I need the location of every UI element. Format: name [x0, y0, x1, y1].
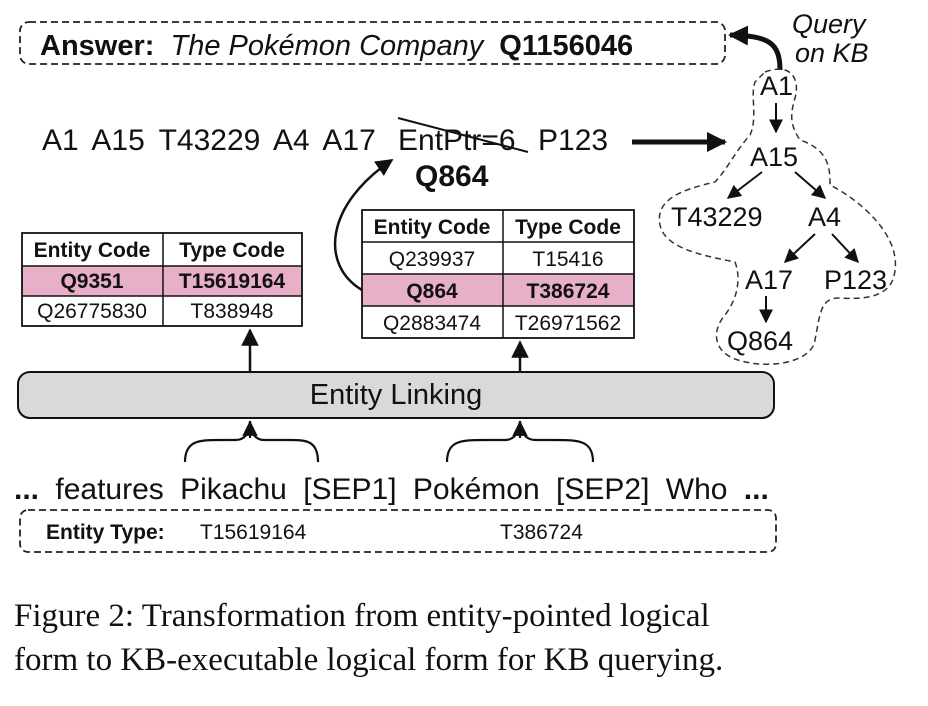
query-arrow — [728, 25, 783, 71]
input-word: [SEP2] — [556, 473, 649, 506]
answer-entity-code: Q1156046 — [499, 30, 633, 62]
table-right-cell: T15416 — [532, 248, 603, 271]
entity-type-box: Entity Type: T15619164 T386724 — [19, 509, 777, 553]
table-left-highlight — [22, 266, 302, 296]
tree-node-a15: A15 — [750, 142, 798, 172]
caption-line-1: Figure 2: Transformation from entity-poi… — [14, 598, 710, 634]
table-right-header-type: Type Code — [515, 216, 621, 239]
lf-token-a1: A1 — [42, 124, 79, 157]
entity-type-value: T15619164 — [200, 521, 307, 544]
tree-node-a1: A1 — [760, 71, 793, 101]
table-left-cell: T838948 — [191, 300, 274, 323]
lf-token-t43229: T43229 — [159, 124, 261, 157]
table-right-highlight — [362, 274, 634, 306]
input-word: Pokémon — [413, 473, 540, 506]
table-right-header-entity: Entity Code — [374, 216, 491, 239]
entity-linking-rect — [17, 371, 775, 419]
diagram-canvas: Answer: The Pokémon Company Q1156046 Que… — [14, 9, 897, 553]
input-sentence: ... features Pikachu [SEP1] Pokémon [SEP… — [14, 473, 769, 506]
answer-box: Answer: The Pokémon Company Q1156046 — [19, 21, 726, 65]
input-word: Pikachu — [180, 473, 287, 506]
strike-line — [397, 117, 529, 153]
logic-tree: A1 A15 T43229 A4 A17 P123 Q864 — [658, 68, 897, 365]
lf-token-p123: P123 — [538, 124, 608, 157]
input-word: features — [55, 473, 163, 506]
lf-token-a17: A17 — [322, 124, 375, 157]
edge-a15-t43229 — [726, 171, 763, 199]
table-left-cell: Q26775830 — [37, 300, 147, 323]
edge-a4-a17 — [783, 233, 816, 263]
edge-a15-a4 — [794, 171, 827, 199]
table-right-cell: Q239937 — [389, 248, 475, 271]
table-right-cell: Q2883474 — [383, 312, 481, 335]
table-right-cell: T26971562 — [515, 312, 621, 335]
input-word: Who — [666, 473, 728, 506]
candidate-table-left: Entity Code Type Code Q9351 T15619164 Q2… — [21, 232, 303, 327]
query-label-line1: Query — [792, 9, 867, 39]
tree-node-q864: Q864 — [727, 326, 793, 356]
tree-node-a17: A17 — [745, 265, 793, 295]
candidate-table-right: Entity Code Type Code Q239937 T15416 Q86… — [361, 209, 635, 339]
entity-type-value: T386724 — [500, 521, 583, 544]
query-on-kb: Query on KB — [728, 9, 869, 71]
input-word: [SEP1] — [303, 473, 396, 506]
table-left-cell: Q9351 — [60, 270, 123, 293]
answer-box-border — [19, 21, 726, 65]
lf-replacement: Q864 — [415, 160, 489, 193]
table-right-cell: T386724 — [527, 280, 610, 303]
table-left-border — [21, 232, 303, 327]
svg-text:Answer: The Pokémon Comp: Answer: The Pokémon Company Q1156046 — [40, 30, 633, 62]
lf-token-a4: A4 — [273, 124, 310, 157]
svg-text:A1 A15 T43229: A1 A15 T43229 A4 A17 — [42, 124, 376, 157]
entity-linking-label: Entity Linking — [310, 379, 483, 411]
tree-node-p123: P123 — [824, 265, 887, 295]
answer-label: Answer: — [40, 30, 154, 62]
edge-a4-p123 — [831, 233, 859, 264]
lf-token-a15: A15 — [91, 124, 144, 157]
entity-to-lf-arrow — [333, 158, 394, 292]
table-left-header-entity: Entity Code — [34, 239, 151, 262]
logical-form: A1 A15 T43229 A4 A17 EntPtr=6 P123 Q864 — [42, 117, 727, 193]
entity-type-border — [19, 509, 777, 553]
answer-entity-name: The Pokémon Company — [170, 30, 484, 62]
query-label-line2: on KB — [795, 38, 869, 68]
caption-line-2: form to KB-executable logical form for K… — [14, 642, 724, 678]
tree-node-a4: A4 — [808, 202, 841, 232]
entity-type-label: Entity Type: — [46, 521, 165, 544]
tree-node-t43229: T43229 — [671, 202, 763, 232]
table-left-header-type: Type Code — [179, 239, 285, 262]
input-suffix: ... — [744, 473, 769, 506]
table-right-cell: Q864 — [406, 280, 458, 303]
lf-struck-token: EntPtr=6 — [398, 124, 516, 157]
input-prefix: ... — [14, 473, 39, 506]
entity-linking-box: Entity Linking — [17, 371, 775, 419]
brace-left — [183, 420, 320, 463]
table-left-cell: T15619164 — [179, 270, 286, 293]
